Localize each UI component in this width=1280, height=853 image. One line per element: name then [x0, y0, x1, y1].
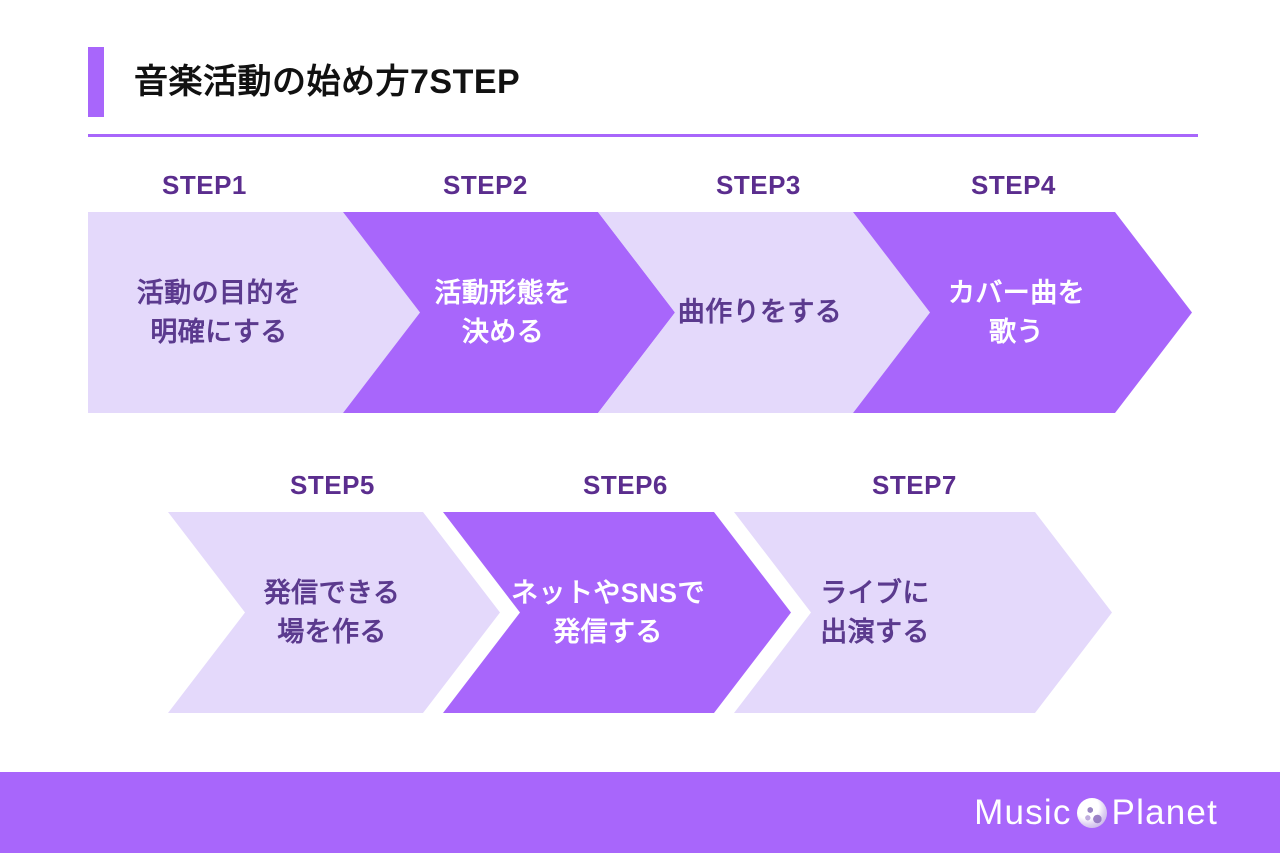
step-item-7[interactable]: STEP7 ライブに 出演する: [734, 472, 1112, 713]
step-6-text: ネットやSNSで 発信する: [511, 578, 705, 647]
logo-text-planet: Planet: [1111, 793, 1218, 832]
step-item-6[interactable]: STEP6 ネットやSNSで 発信する: [443, 472, 791, 713]
step-5-arrow-shape: [168, 512, 500, 713]
step-2-arrow-shape: [343, 212, 675, 413]
step-2-label: STEP2: [443, 170, 528, 200]
step-4-label: STEP4: [971, 170, 1056, 200]
step-5-label: STEP5: [290, 470, 375, 500]
step-1-text: 活動の目的を 明確にする: [136, 278, 302, 347]
step-7-text: ライブに 出演する: [820, 578, 930, 647]
step-1-arrow-shape: [88, 212, 420, 413]
header-accent-bar: [88, 47, 104, 117]
brand-logo: Music Planet: [974, 791, 1218, 835]
step-item-2[interactable]: STEP2 活動形態を 決める: [343, 172, 675, 413]
step-3-text: 曲作りをする: [677, 297, 843, 328]
step-3-arrow-shape: [598, 212, 930, 413]
step-6-arrow-shape: [443, 512, 791, 713]
slide-header: 音楽活動の始め方7STEP: [88, 47, 520, 117]
step-7-arrow-shape: [734, 512, 1112, 713]
header-divider: [88, 134, 1198, 137]
step-row-2: STEP5 発信できる 場を作る STEP6 ネットやSNSで 発信する STE…: [0, 470, 1280, 720]
step-1-label: STEP1: [162, 170, 247, 200]
step-7-label: STEP7: [872, 470, 957, 500]
step-item-1[interactable]: STEP1 活動の目的を 明確にする: [88, 172, 420, 413]
step-item-5[interactable]: STEP5 発信できる 場を作る: [168, 472, 500, 713]
step-row-1: STEP1 活動の目的を 明確にする STEP2 活動形態を 決める STEP3…: [0, 170, 1280, 420]
step-3-label: STEP3: [716, 170, 801, 200]
step-6-label: STEP6: [583, 470, 668, 500]
planet-icon: [1076, 797, 1107, 828]
step-4-text: カバー曲を 歌う: [948, 278, 1085, 347]
step-item-4[interactable]: STEP4 カバー曲を 歌う: [853, 172, 1192, 413]
step-4-arrow-shape: [853, 212, 1192, 413]
step-item-3[interactable]: STEP3 曲作りをする: [598, 172, 930, 413]
page-title: 音楽活動の始め方7STEP: [134, 63, 521, 101]
slide-footer: Music Planet: [0, 772, 1280, 853]
logo-text-music: Music: [974, 793, 1072, 832]
step-5-text: 発信できる 場を作る: [263, 578, 401, 647]
step-2-text: 活動形態を 決める: [434, 278, 572, 347]
